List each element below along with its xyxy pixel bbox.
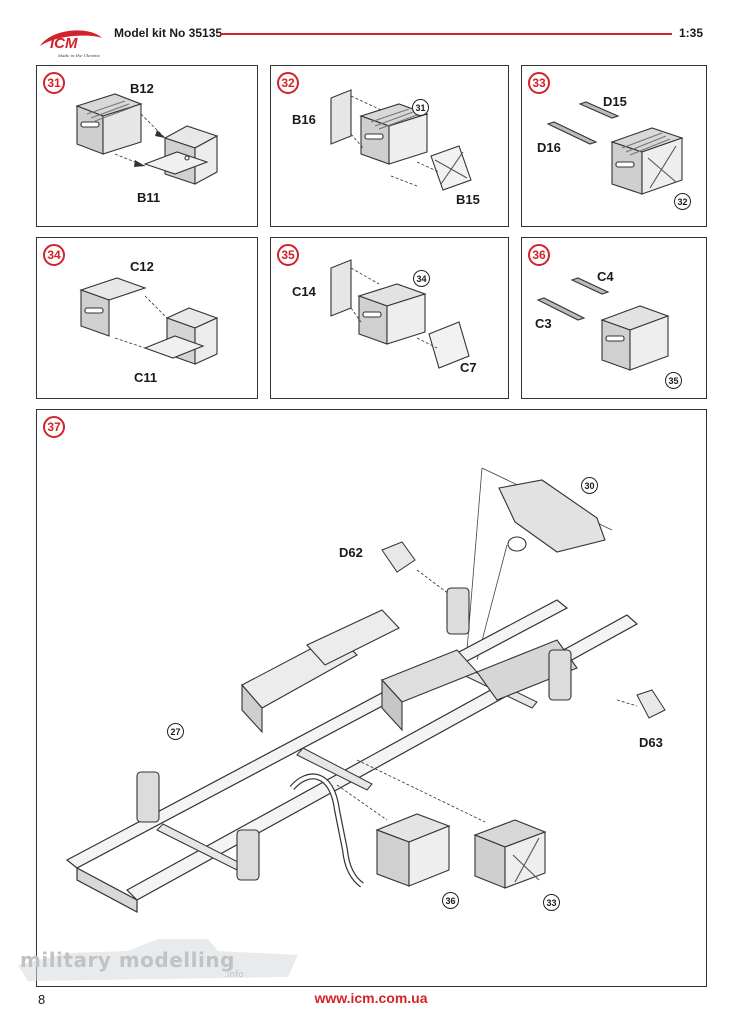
- ref-step-30: 30: [581, 477, 598, 494]
- watermark-text: military modelling: [20, 948, 235, 972]
- step-number: 31: [43, 72, 65, 94]
- header-rule: [220, 33, 672, 35]
- part-label: B11: [137, 190, 161, 205]
- ref-step-34: 34: [413, 270, 430, 287]
- ref-step-27: 27: [167, 723, 184, 740]
- part-label: C11: [134, 370, 158, 385]
- step-31-drawing: [75, 93, 219, 185]
- footer-url-link[interactable]: www.icm.com.ua: [314, 990, 428, 1006]
- step-number: 34: [43, 244, 65, 266]
- step-36-drawing: [536, 277, 670, 371]
- watermark-suffix: .info: [224, 970, 244, 980]
- part-label: B15: [456, 192, 480, 207]
- part-label: C14: [292, 284, 316, 299]
- part-label: C12: [130, 259, 154, 274]
- page-header: ICM Made in the Ukraine Model kit No 351…: [0, 0, 742, 60]
- part-label: D15: [603, 94, 627, 109]
- svg-text:ICM: ICM: [50, 35, 78, 52]
- scale-label: 1:35: [679, 26, 704, 40]
- part-label: D63: [639, 735, 663, 750]
- step-number: 32: [277, 72, 299, 94]
- ref-step-31: 31: [412, 99, 429, 116]
- page-number: 8: [38, 992, 46, 1007]
- ref-step-36: 36: [442, 892, 459, 909]
- part-label: C7: [460, 360, 477, 375]
- step-35-drawing: [330, 259, 470, 369]
- step-35-panel: 35 34 C14 C7: [270, 237, 509, 399]
- step-33-panel: 33 D15 D16 32: [521, 65, 707, 227]
- step-number: 35: [277, 244, 299, 266]
- part-label: D16: [537, 140, 561, 155]
- ref-step-35: 35: [665, 372, 682, 389]
- part-label: C4: [597, 269, 614, 284]
- step-37-panel: 37: [36, 409, 707, 987]
- step-number: 37: [43, 416, 65, 438]
- part-label: D62: [339, 545, 363, 560]
- step-31-panel: 31 B12 B11: [36, 65, 258, 227]
- step-32-drawing: [330, 89, 472, 191]
- ref-step-32: 32: [674, 193, 691, 210]
- step-number: 36: [528, 244, 550, 266]
- watermark-tank-silhouette: [18, 939, 298, 981]
- part-label: B12: [130, 81, 154, 96]
- step-34-drawing: [79, 277, 219, 365]
- step-number: 33: [528, 72, 550, 94]
- ref-step-33: 33: [543, 894, 560, 911]
- part-label: C3: [535, 316, 552, 331]
- step-32-panel: 32 31 B16 B15: [270, 65, 509, 227]
- icm-logo: ICM Made in the Ukraine: [40, 30, 102, 58]
- step-34-panel: 34 C12 C11: [36, 237, 258, 399]
- model-kit-title: Model kit No 35135: [114, 26, 223, 40]
- step-36-panel: 36 C4 C3 35: [521, 237, 707, 399]
- part-label: B16: [292, 112, 316, 127]
- chassis-drawing: [65, 467, 666, 913]
- svg-text:Made in the Ukraine: Made in the Ukraine: [57, 53, 101, 58]
- step-33-drawing: [546, 101, 684, 195]
